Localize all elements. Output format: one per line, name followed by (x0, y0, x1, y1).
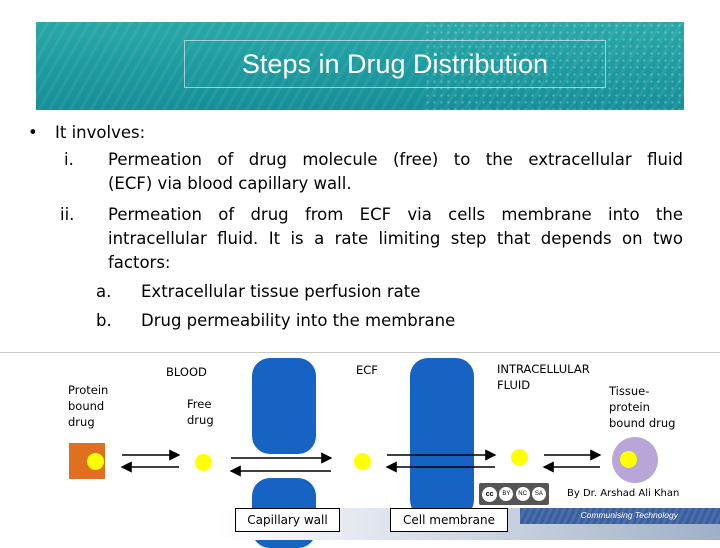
protein-bound-label: Protein bound drug (68, 382, 108, 430)
protein-bound-line-3: drug (68, 415, 95, 429)
banner-dot-pattern (424, 22, 684, 110)
title-frame: Steps in Drug Distribution (184, 40, 606, 88)
slide-title: Steps in Drug Distribution (241, 48, 549, 79)
item-2-line-1: Permeation of drug from ECF via cells me… (108, 205, 683, 224)
free-drug-dot-ecf (354, 453, 371, 470)
intro-text: It involves: (55, 123, 146, 142)
subitem-a-letter: a. (96, 282, 112, 301)
intracellular-label-line-1: INTRACELLULAR (497, 362, 590, 376)
attribution-icon: BY (499, 487, 514, 501)
bound-drug-dot (87, 453, 104, 470)
tissue-protein-label: Tissue- protein bound drug (609, 383, 675, 431)
noncommercial-icon: NC (515, 487, 530, 501)
intracellular-label-line-2: FLUID (497, 378, 531, 392)
tissue-protein-line-3: bound drug (609, 416, 676, 430)
free-drug-line-2: drug (187, 413, 214, 427)
item-2-line-2: intracellular fluid. It is a rate limiti… (108, 229, 683, 248)
subitem-b-letter: b. (96, 311, 112, 330)
diagram-divider (0, 352, 720, 353)
tissue-protein-line-1: Tissue- (609, 384, 650, 398)
intracellular-label: INTRACELLULAR FLUID (497, 361, 590, 393)
protein-bound-line-2: bound (68, 399, 105, 413)
protein-bound-line-1: Protein (68, 383, 109, 397)
footer-tagline: Communising Technology (580, 510, 679, 520)
item-1-number: i. (64, 150, 74, 169)
capillary-wall-label: Capillary wall (235, 508, 340, 532)
item-1-line-2: (ECF) via blood capillary wall. (108, 174, 352, 193)
blood-label: BLOOD (166, 365, 207, 379)
ecf-label: ECF (356, 363, 378, 377)
free-drug-line-1: Free (187, 397, 212, 411)
item-2-number: ii. (60, 205, 75, 224)
tissue-protein-line-2: protein (609, 400, 650, 414)
free-drug-label: Free drug (187, 396, 214, 428)
capillary-wall-upper (252, 358, 316, 454)
free-drug-dot-intracellular (511, 449, 528, 466)
cc-icon: cc (482, 486, 498, 502)
cell-membrane-label: Cell membrane (390, 508, 508, 532)
bullet-mark: • (28, 123, 38, 142)
cell-membrane (410, 358, 474, 518)
footer-band (520, 508, 720, 524)
footer-strip: Communising Technology (0, 508, 720, 540)
item-1-line-1: Permeation of drug molecule (free) to th… (108, 150, 683, 169)
subitem-a-text: Extracellular tissue perfusion rate (141, 282, 421, 301)
tissue-bound-drug-dot (620, 451, 637, 468)
sharealike-icon: SA (531, 487, 546, 501)
item-2-line-3: factors: (108, 253, 171, 272)
title-banner: Steps in Drug Distribution (36, 22, 684, 110)
cc-license-badge: cc BY NC SA (479, 483, 549, 505)
author-credit: By Dr. Arshad Ali Khan (567, 488, 680, 499)
subitem-b-text: Drug permeability into the membrane (141, 311, 456, 330)
free-drug-dot-blood (195, 454, 212, 471)
banner-texture (36, 22, 684, 110)
